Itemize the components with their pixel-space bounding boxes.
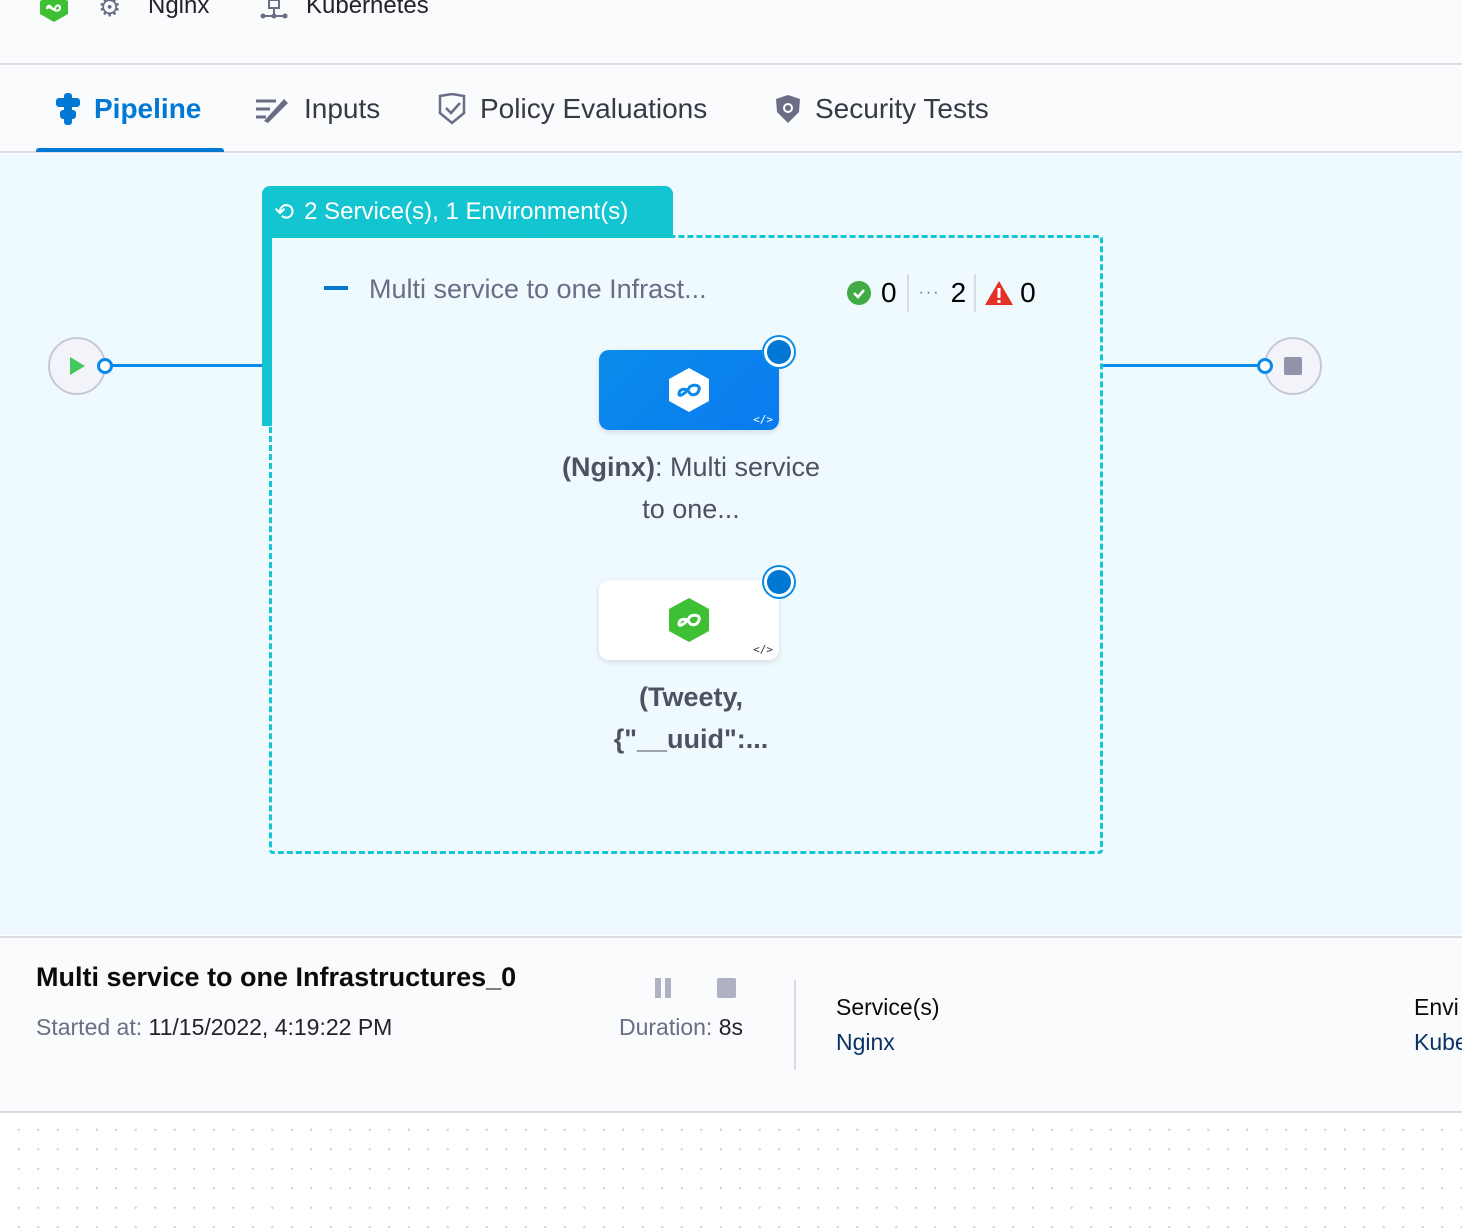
divider [906, 274, 909, 312]
connector-line [1102, 364, 1265, 367]
duration: Duration: 8s [619, 1014, 743, 1041]
pause-icon[interactable] [655, 978, 661, 998]
success-icon [847, 281, 871, 305]
tab-label: Security Tests [815, 93, 989, 124]
pipeline-icon [56, 93, 80, 125]
environment-label: Envi [1414, 994, 1459, 1020]
collapse-icon[interactable] [324, 286, 348, 290]
environment-link[interactable]: Kube [1414, 1029, 1462, 1055]
harness-service-icon [40, 0, 68, 22]
step-label-bold: (Nginx) [561, 452, 655, 482]
running-count: 2 [950, 277, 967, 308]
dotted-background [0, 1114, 1462, 1228]
stop-icon[interactable] [717, 978, 736, 998]
failed-count: 0 [1020, 277, 1036, 308]
running-status-icon [764, 567, 794, 597]
infrastructure-name: Kubernetes [306, 0, 429, 19]
group-header[interactable]: ⟲ 2 Service(s), 1 Environment(s) [262, 186, 673, 238]
started-value: 11/15/2022, 4:19:22 PM [148, 1014, 393, 1040]
start-node[interactable] [48, 337, 106, 395]
stage-name: Multi service to one Infrast... [369, 274, 707, 304]
policy-shield-check-icon [438, 93, 466, 125]
success-count: 0 [881, 277, 897, 308]
connector-line [106, 364, 263, 367]
stage-title: Multi service to one Infrastructures_0 [36, 962, 517, 992]
service-infinity-icon [669, 598, 709, 642]
play-icon [70, 357, 85, 375]
service-name: Nginx [148, 0, 210, 19]
stage-group [269, 235, 1103, 854]
pause-icon [665, 978, 671, 998]
step-label: (Nginx): Multi service to one... [561, 446, 821, 530]
status-counts: 0 ··· 2 0 [847, 274, 1036, 312]
services-label: Service(s) [836, 994, 940, 1020]
infrastructure-icon [260, 0, 288, 19]
tab-inputs[interactable]: Inputs [256, 66, 380, 152]
tab-label: Policy Evaluations [480, 93, 708, 124]
code-icon: </> [753, 643, 773, 656]
duration-value: 8s [718, 1014, 744, 1040]
connector-port [1257, 358, 1273, 374]
step-label-rest: : Multi service to one... [642, 452, 821, 524]
code-icon: </> [753, 413, 773, 426]
tab-label: Inputs [304, 93, 381, 124]
pipeline-canvas[interactable] [0, 154, 1462, 935]
running-icon: ··· [918, 284, 941, 301]
running-status-icon [764, 337, 794, 367]
connector-port [97, 358, 113, 374]
service-infinity-icon [669, 368, 709, 412]
step-node-tweety[interactable]: </> [599, 580, 779, 660]
inputs-icon [256, 99, 288, 123]
tab-bar: Pipeline Inputs Policy Evaluations Secur… [0, 66, 1462, 153]
tab-label: Pipeline [94, 93, 202, 124]
tab-security-tests[interactable]: Security Tests [775, 66, 989, 152]
started-at: Started at: 11/15/2022, 4:19:22 PM [36, 1014, 393, 1040]
step-label: (Tweety, {"__uuid":... [571, 676, 811, 760]
group-side-bar [262, 236, 272, 426]
step-label-bold: (Tweety, {"__uuid":... [613, 682, 769, 754]
stop-icon [1284, 357, 1302, 375]
loop-icon: ⟲ [274, 198, 295, 226]
divider [974, 274, 977, 312]
step-node-nginx[interactable]: </> [599, 350, 779, 430]
group-header-label: 2 Service(s), 1 Environment(s) [304, 198, 629, 225]
divider [794, 980, 796, 1070]
started-label: Started at [36, 1014, 136, 1040]
security-shield-icon [776, 95, 800, 123]
execution-summary: Multi service to one Infrastructures_0 S… [0, 936, 1462, 1113]
gear-icon: ⚙ [98, 0, 122, 22]
tab-pipeline[interactable]: Pipeline [36, 66, 224, 152]
services-link[interactable]: Nginx [836, 1029, 895, 1055]
duration-label: Duration: [619, 1014, 713, 1040]
warning-icon [985, 281, 1014, 305]
top-bar: ⚙ Nginx Kubernetes [0, 0, 1462, 65]
tab-policy-evaluations[interactable]: Policy Evaluations [438, 66, 707, 152]
